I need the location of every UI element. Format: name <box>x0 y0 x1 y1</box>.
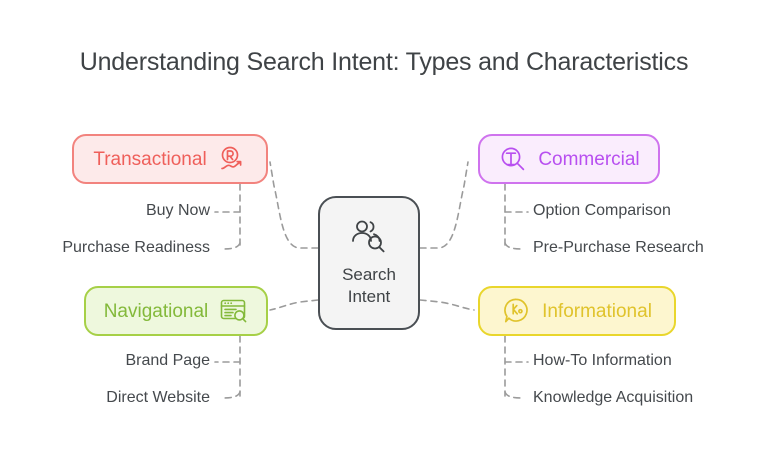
stub-commercial-2 <box>504 242 524 250</box>
node-informational-label: Informational <box>542 300 652 322</box>
sublabel-commercial-2: Pre-Purchase Research <box>533 239 704 256</box>
browser-window-search-icon <box>218 297 248 325</box>
link-center-navigational <box>269 299 319 311</box>
stub-informational-2 <box>504 391 524 399</box>
center-node-label: Search Intent <box>342 264 396 307</box>
center-node-line1: Search <box>342 265 396 285</box>
node-navigational-label: Navigational <box>103 300 209 322</box>
node-commercial-label: Commercial <box>538 148 640 170</box>
link-center-transactional <box>269 161 319 249</box>
link-center-commercial <box>419 161 469 249</box>
node-navigational[interactable]: Navigational <box>84 286 268 336</box>
stub-navigational-2 <box>221 391 241 399</box>
stub-transactional-2 <box>221 242 241 250</box>
people-search-icon <box>349 219 389 258</box>
sublabel-informational-2: Knowledge Acquisition <box>533 389 694 406</box>
node-informational[interactable]: Informational <box>478 286 676 336</box>
sublabel-navigational-2: Direct Website <box>106 389 210 406</box>
node-transactional[interactable]: Transactional <box>72 134 268 184</box>
magnifier-table-icon <box>498 144 528 174</box>
node-transactional-label: Transactional <box>93 148 207 170</box>
registered-trademark-growth-arrow-icon <box>217 144 247 174</box>
sublabel-transactional-2: Purchase Readiness <box>62 239 210 256</box>
node-commercial[interactable]: Commercial <box>478 134 660 184</box>
center-node-line2: Intent <box>347 286 391 306</box>
center-node-search-intent[interactable]: Search Intent <box>318 196 420 330</box>
sublabel-navigational-1: Brand Page <box>125 352 210 369</box>
link-center-informational <box>419 299 475 311</box>
sublabel-informational-1: How-To Information <box>533 352 672 369</box>
sublabel-commercial-1: Option Comparison <box>533 202 671 219</box>
speech-bubble-knowledge-icon <box>502 296 532 326</box>
sublabel-transactional-1: Buy Now <box>145 202 210 219</box>
page-title: Understanding Search Intent: Types and C… <box>79 48 689 76</box>
